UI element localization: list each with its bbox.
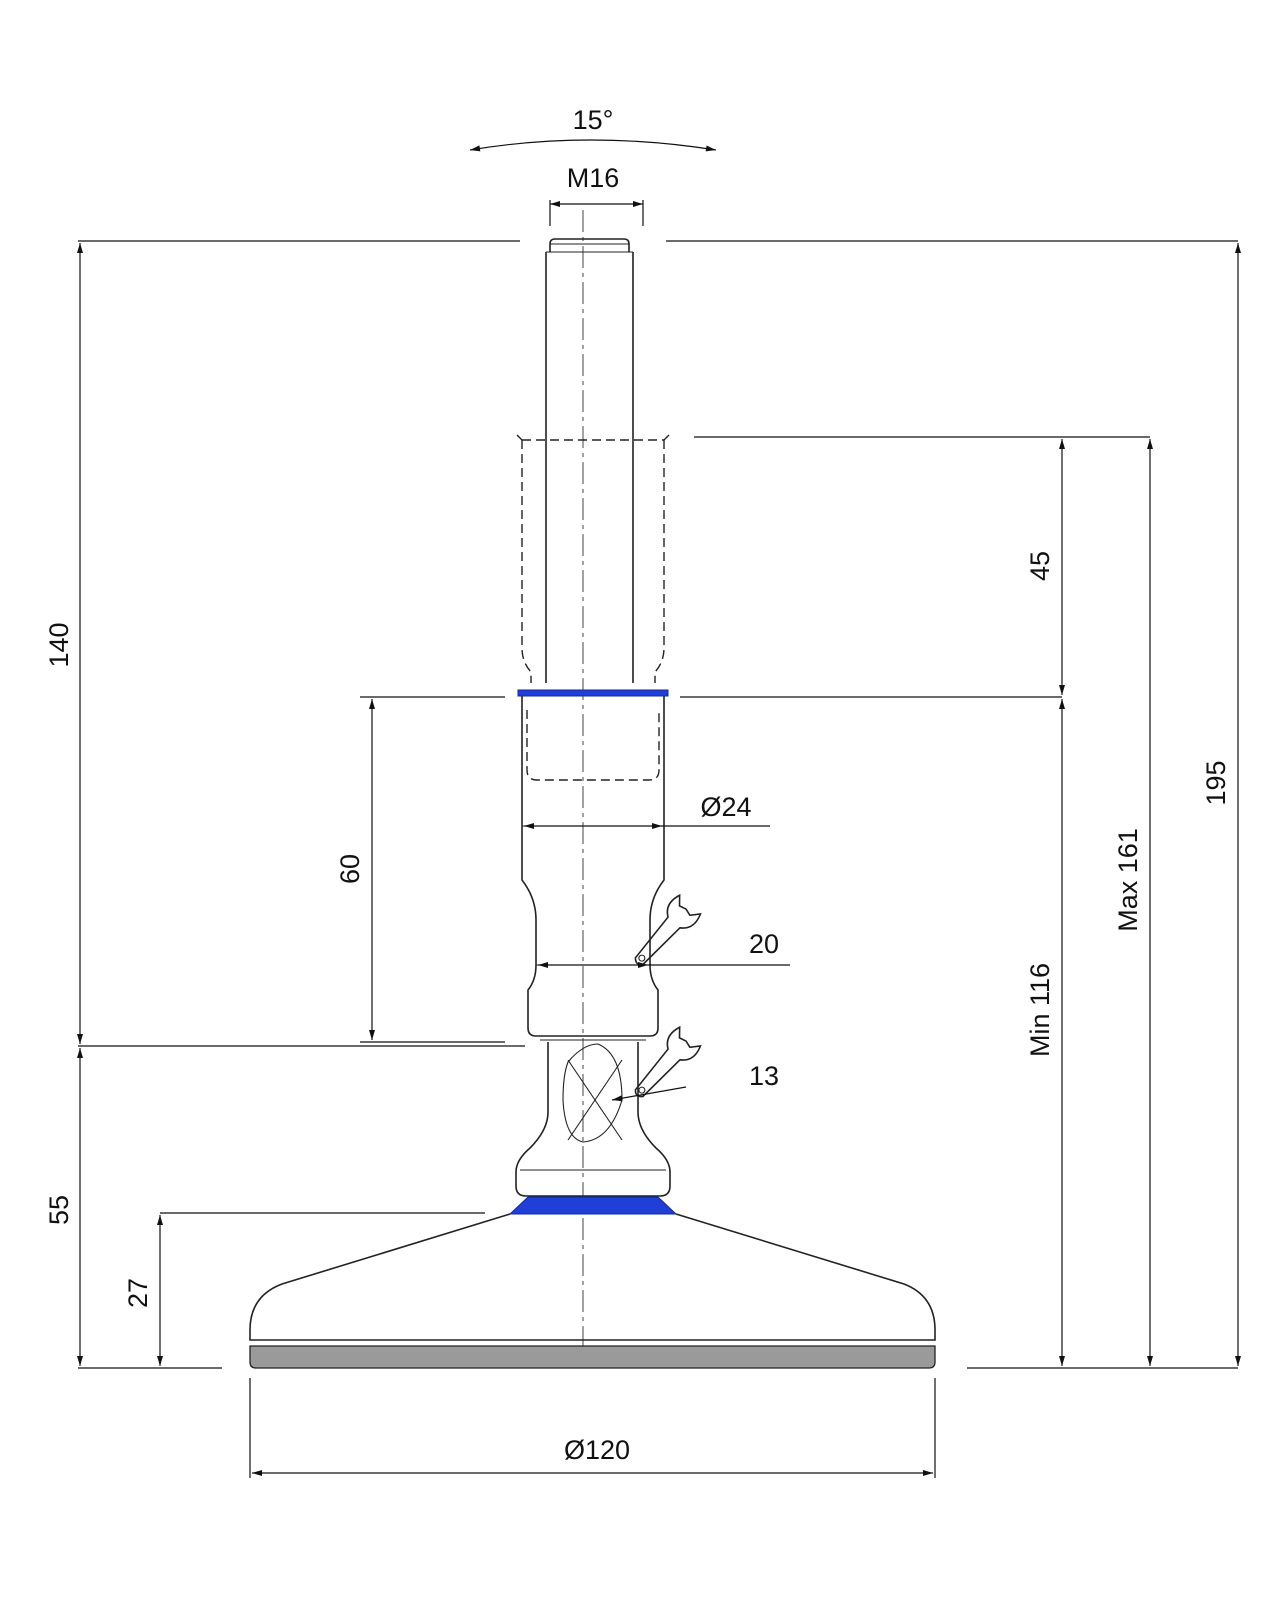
min-height-label: Min 116 <box>1025 963 1055 1057</box>
base-height-label: 55 <box>44 1195 74 1225</box>
thread-label: M16 <box>567 163 620 193</box>
wrench-body-label: 20 <box>749 929 779 959</box>
wrench-hex-label: 13 <box>749 1061 779 1091</box>
body-length-label: 60 <box>335 854 365 884</box>
extension-lines <box>78 200 1238 1478</box>
wrench-icon <box>634 893 702 966</box>
rubber-pad <box>249 1345 936 1369</box>
base-diameter-label: Ø120 <box>564 1435 630 1465</box>
threaded-stud <box>545 238 634 683</box>
pad-height-label: 27 <box>123 1278 153 1308</box>
wrench-icon <box>634 1025 702 1098</box>
max-height-label: Max 161 <box>1113 828 1143 932</box>
hex-body <box>521 696 665 1041</box>
stroke-label: 45 <box>1025 551 1055 581</box>
total-height-right-label: 195 <box>1201 760 1231 805</box>
dimension-lines <box>77 139 1241 1476</box>
base-plate <box>249 1213 936 1369</box>
body-diameter-label: Ø24 <box>700 792 751 822</box>
angle-label: 15° <box>573 105 614 135</box>
ball-joint <box>515 1042 671 1197</box>
lower-seal <box>508 1196 678 1215</box>
hidden-extended-body <box>516 434 670 781</box>
upper-seal <box>517 689 669 697</box>
total-height-left-label: 140 <box>44 622 74 667</box>
